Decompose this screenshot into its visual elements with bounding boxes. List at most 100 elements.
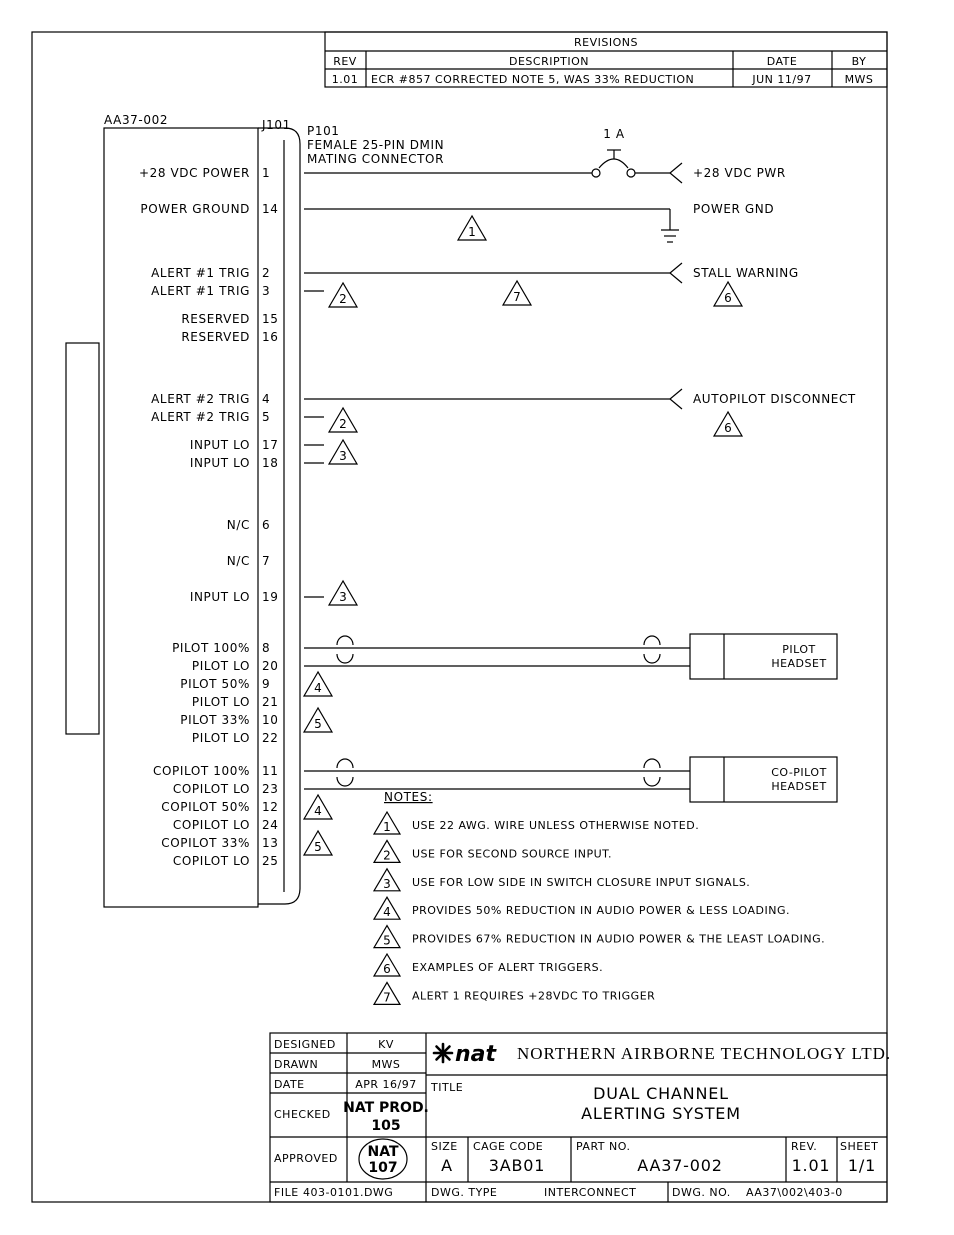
approval-stamp: [358, 1138, 408, 1180]
pin-name: COPILOT 33%: [161, 836, 250, 850]
part-label: PART NO.: [576, 1140, 630, 1153]
pin-name: RESERVED: [181, 312, 250, 326]
approved-stamp-1: NAT: [367, 1144, 398, 1160]
svg-text:1: 1: [468, 225, 476, 239]
pin-number: 18: [262, 456, 278, 470]
rev-description: ECR #857 CORRECTED NOTE 5, WAS 33% REDUC…: [371, 73, 694, 86]
pin-name: PILOT LO: [192, 659, 250, 673]
autopilot-plug-icon: [669, 388, 683, 410]
company-name: NORTHERN AIRBORNE TECHNOLOGY LTD.: [517, 1044, 891, 1063]
pin-number: 23: [262, 782, 278, 796]
svg-text:2: 2: [339, 417, 347, 431]
callouts: 1 2 7 6 2 6 3 3 4 5 4 5: [302, 214, 744, 856]
pin-number: 12: [262, 800, 278, 814]
pin-number: 22: [262, 731, 278, 745]
pin-name: INPUT LO: [190, 590, 250, 604]
pin-number: 14: [262, 202, 278, 216]
designed-label: DESIGNED: [274, 1038, 336, 1051]
drawn-label: DRAWN: [274, 1058, 318, 1071]
pilot-headset-label-1: PILOT: [782, 643, 816, 656]
unit-block: AA37-002 J101 P101 FEMALE 25-PIN DMIN MA…: [65, 113, 444, 908]
note-number: 6: [383, 962, 391, 976]
pin-row: COPILOT 50% 12: [161, 800, 278, 814]
notes-heading: NOTES:: [384, 790, 433, 804]
note-text: PROVIDES 50% REDUCTION IN AUDIO POWER & …: [412, 904, 790, 917]
note-triangle-icon: [372, 896, 402, 920]
drawn-value: MWS: [372, 1058, 401, 1071]
note-number: 5: [383, 934, 391, 948]
note-text: USE FOR SECOND SOURCE INPUT.: [412, 847, 612, 860]
callout-triangle: 1: [456, 214, 488, 241]
pin-name: N/C: [227, 518, 250, 532]
pin-name: COPILOT 50%: [161, 800, 250, 814]
note-item: 1 USE 22 AWG. WIRE UNLESS OTHERWISE NOTED…: [372, 810, 699, 835]
callout-triangle: 3: [327, 438, 359, 465]
pin-number: 1: [262, 166, 270, 180]
by-header: BY: [852, 55, 867, 68]
copilot-headset-label-1: CO-PILOT: [771, 766, 827, 779]
callout-triangle: 2: [327, 281, 359, 308]
date-header: DATE: [767, 55, 798, 68]
pin-number: 7: [262, 554, 270, 568]
breaker-terminal-left: [591, 168, 601, 178]
size-label: SIZE: [431, 1140, 458, 1153]
pin-number: 16: [262, 330, 278, 344]
pin-row: PILOT 33%10: [180, 713, 278, 727]
note-number: 1: [383, 820, 391, 834]
note-number: 4: [383, 905, 391, 919]
plug-desc-1: FEMALE 25-PIN DMIN: [307, 138, 444, 152]
copilot-headset-label-2: HEADSET: [771, 780, 826, 793]
pin-name: COPILOT LO: [173, 818, 250, 832]
description-header: DESCRIPTION: [509, 55, 589, 68]
stall-label: STALL WARNING: [693, 266, 799, 280]
note-triangle-icon: [372, 810, 402, 835]
pin-number: 17: [262, 438, 278, 452]
pin-name: ALERT #1 TRIG: [151, 266, 250, 280]
sheet-value: 1/1: [848, 1156, 876, 1175]
callout-triangle: 3: [327, 579, 359, 606]
drawing-title-2: ALERTING SYSTEM: [581, 1104, 741, 1123]
plug-desc-2: MATING CONNECTOR: [307, 152, 444, 166]
notes: NOTES: 1 USE 22 AWG. WIRE UNLESS OTHERWIS…: [372, 790, 825, 1006]
callout-triangle: 4: [302, 670, 334, 697]
pin-name: INPUT LO: [190, 456, 250, 470]
pin-name: POWER GROUND: [140, 202, 250, 216]
date-label: DATE: [274, 1078, 305, 1091]
date-value: APR 16/97: [355, 1078, 417, 1091]
pilot-shield-left-icon: [336, 635, 354, 646]
callout-triangle: 6: [712, 410, 744, 437]
pin-number: 13: [262, 836, 278, 850]
pin-row: COPILOT 33% 13: [161, 836, 278, 850]
unit-label: AA37-002: [104, 113, 168, 127]
pin-name: COPILOT LO: [173, 854, 250, 868]
svg-text:5: 5: [314, 717, 322, 731]
cage-label: CAGE CODE: [473, 1140, 543, 1153]
unit-mounting-tab: [65, 342, 100, 735]
rev-value-block: 1.01: [792, 1156, 831, 1175]
breaker-terminal-right: [626, 168, 636, 178]
svg-text:3: 3: [339, 449, 347, 463]
pin-number: 2: [262, 266, 270, 280]
pin-name: PILOT LO: [192, 695, 250, 709]
pin-number: 19: [262, 590, 278, 604]
pin-name: N/C: [227, 554, 250, 568]
pilot-headset-label-2: HEADSET: [771, 657, 826, 670]
note-text: USE 22 AWG. WIRE UNLESS OTHERWISE NOTED.: [412, 819, 699, 832]
part-value: AA37-002: [637, 1156, 722, 1175]
power-label: +28 VDC PWR: [693, 166, 786, 180]
svg-text:7: 7: [513, 290, 521, 304]
note-number: 7: [383, 990, 391, 1004]
svg-text:5: 5: [314, 840, 322, 854]
pin-number: 3: [262, 284, 270, 298]
